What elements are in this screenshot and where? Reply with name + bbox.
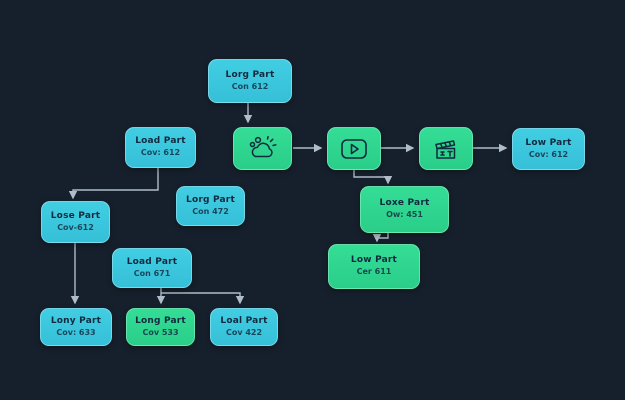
node-lose-part-612[interactable]: Lose Part Cov-612 [41, 201, 110, 243]
node-subtitle: Cov 422 [225, 327, 263, 337]
node-lony-part-633[interactable]: Lony Part Cov: 633 [40, 308, 112, 346]
node-loxe-part-451[interactable]: Loxe Part Ow: 451 [360, 186, 449, 233]
node-subtitle: Cov: 612 [140, 148, 181, 158]
cloud-doodle-icon [249, 135, 277, 157]
node-title: Low Part [525, 137, 572, 148]
node-load-part-671[interactable]: Load Part Con 671 [112, 248, 192, 288]
node-subtitle: Cov: 633 [56, 327, 96, 337]
node-subtitle: Con 612 [231, 81, 269, 91]
node-long-part-533[interactable]: Long Part Cov 533 [126, 308, 195, 346]
node-title: Lose Part [50, 210, 101, 221]
node-subtitle: Con 472 [192, 206, 229, 216]
node-title: Low Part [350, 255, 398, 266]
node-subtitle: Cer 611 [356, 267, 392, 277]
node-low-part-612[interactable]: Low Part Cov: 612 [512, 128, 585, 170]
connector-edge [353, 170, 393, 185]
node-title: Lorg Part [225, 69, 275, 80]
clapperboard-icon [435, 139, 456, 159]
connector-edge [68, 167, 159, 200]
node-title: Lorg Part [186, 194, 235, 205]
node-lorg-part-472[interactable]: Lorg Part Con 472 [176, 186, 245, 226]
node-subtitle: Cov 533 [142, 327, 179, 337]
node-play[interactable] [327, 127, 381, 170]
connector-edge [372, 233, 389, 243]
node-subtitle: Cov-612 [57, 222, 94, 232]
node-subtitle: Ow: 451 [386, 210, 423, 220]
node-lorg-part-612[interactable]: Lorg Part Con 612 [208, 59, 292, 103]
connector-edge [161, 292, 245, 305]
play-button-icon [341, 138, 367, 159]
node-title: Lony Part [50, 315, 102, 326]
node-clapper[interactable] [419, 127, 473, 170]
node-cloud[interactable] [233, 127, 292, 170]
node-title: Load Part [135, 136, 186, 147]
node-load-part-612[interactable]: Load Part Cov: 612 [125, 127, 196, 168]
node-low-part-611[interactable]: Low Part Cer 611 [328, 244, 420, 289]
node-title: Loal Part [220, 315, 268, 326]
node-loal-part-422[interactable]: Loal Part Cov 422 [210, 308, 278, 346]
node-title: Load Part [126, 256, 178, 267]
node-subtitle: Cov: 612 [528, 149, 569, 159]
node-subtitle: Con 671 [133, 268, 171, 278]
node-title: Loxe Part [379, 198, 430, 209]
node-title: Long Part [135, 315, 186, 326]
